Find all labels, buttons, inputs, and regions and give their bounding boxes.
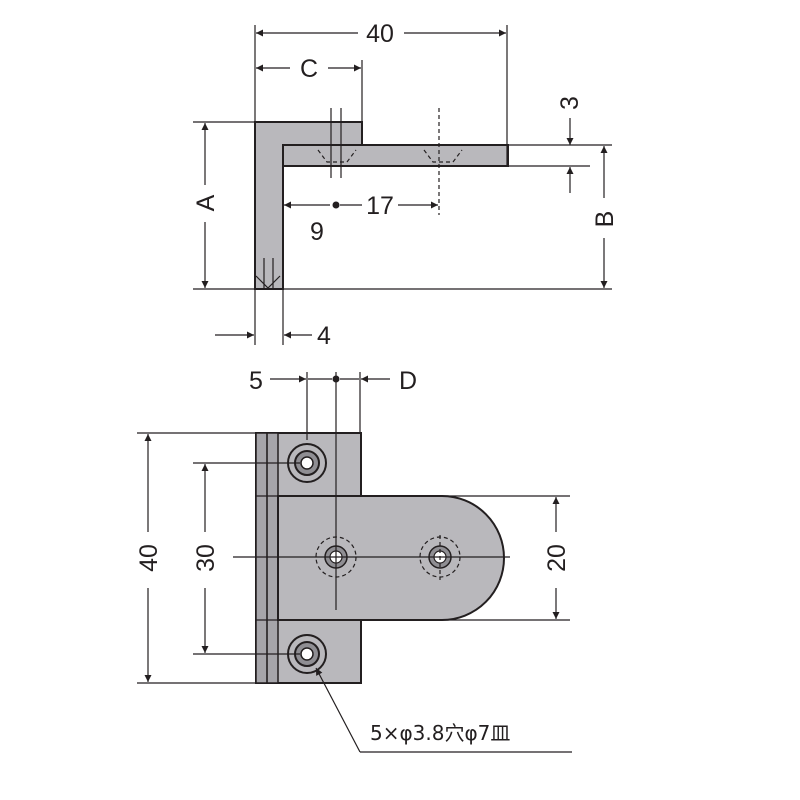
tab-flange (277, 495, 505, 621)
countersink-left (317, 149, 357, 163)
countersink-right (423, 149, 463, 163)
countersink-leg (255, 275, 281, 289)
dim-thickness: 3 (556, 96, 584, 110)
dim-height: 40 (135, 544, 163, 572)
dim-c: C (300, 55, 318, 83)
side-view: 40 C A B 3 17 9 4 (192, 20, 619, 350)
dim-hole-pitch-vertical: 30 (192, 544, 220, 572)
dim-overall-width: 40 (366, 20, 394, 48)
hole-spec-note: 5×φ3.8穴φ7皿 (370, 721, 510, 745)
horizontal-flange (282, 144, 509, 167)
dim-d: D (399, 367, 417, 395)
hole-top (287, 443, 327, 483)
dim-b: B (591, 211, 619, 228)
dim-hole-edge: 5 (249, 367, 263, 395)
dim-hole-offset: 9 (310, 218, 324, 246)
dim-a: A (192, 194, 220, 211)
dim-leg-thickness: 4 (317, 322, 331, 350)
front-view: 5 D 40 30 20 5×φ3.8穴φ7皿 (135, 367, 572, 753)
dim-tab-height: 20 (543, 544, 571, 572)
dim-hole-pitch: 17 (366, 192, 394, 220)
